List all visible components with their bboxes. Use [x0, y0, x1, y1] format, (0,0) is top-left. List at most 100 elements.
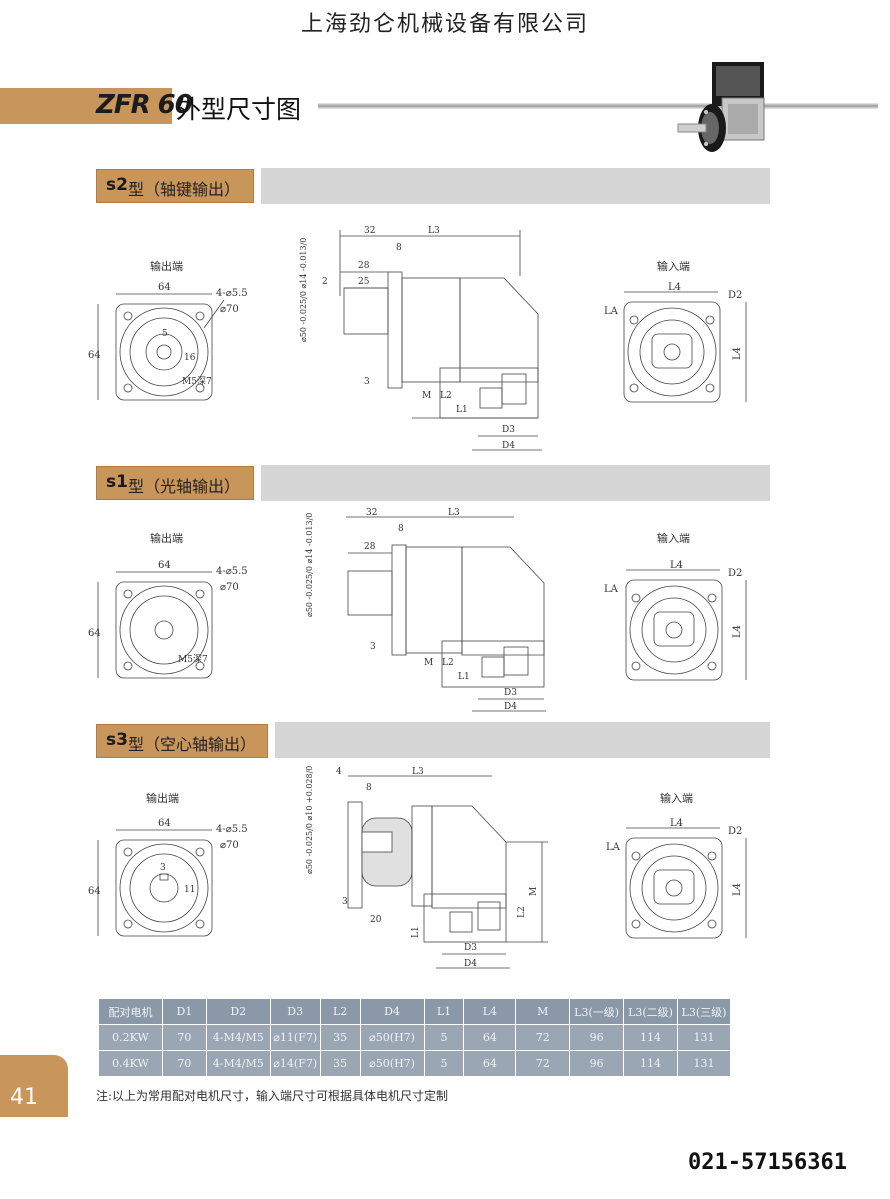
table-row: 0.4KW 70 4-M4/M5 ⌀14(F7) 35 ⌀50(H7) 5 64… [98, 1050, 732, 1077]
output-end-label: 输出端 [150, 260, 183, 273]
svg-text:⌀70: ⌀70 [220, 582, 239, 593]
table-header: L3(二级) [623, 998, 678, 1025]
table-header: M [515, 998, 571, 1025]
s3-side-view: 4 L3 8 M L2 ⌀50 -0.025/0 ⌀10 +0.028/0 3 … [305, 766, 548, 969]
table-cell: 96 [569, 1024, 625, 1051]
table-cell: 70 [161, 1024, 207, 1051]
table-header: D3 [269, 998, 321, 1025]
svg-text:L2: L2 [442, 658, 454, 668]
svg-text:L3: L3 [428, 226, 440, 236]
svg-text:M: M [529, 887, 539, 896]
table-header: L4 [463, 998, 517, 1025]
svg-text:3: 3 [370, 642, 376, 652]
page-number-tab [0, 1055, 68, 1117]
table-header: L1 [423, 998, 465, 1025]
section-bar-s2 [261, 168, 770, 204]
dim-pcd: ⌀70 [220, 304, 239, 315]
footnote: 注:以上为常用配对电机尺寸，输入端尺寸可根据具体电机尺寸定制 [96, 1089, 449, 1103]
svg-text:D3: D3 [502, 425, 515, 435]
svg-text:L1: L1 [456, 405, 468, 415]
svg-text:L4: L4 [668, 282, 681, 293]
svg-text:L3: L3 [448, 508, 460, 518]
page-number: 41 [10, 1085, 38, 1110]
table-cell: 96 [569, 1050, 625, 1077]
svg-text:64: 64 [88, 628, 101, 639]
table-cell: 114 [623, 1024, 678, 1051]
svg-text:28: 28 [364, 542, 376, 552]
svg-text:D4: D4 [502, 441, 515, 451]
dim-key5: 5 [162, 329, 168, 339]
input-end-label-s3: 输入端 [660, 792, 693, 805]
dim-key16: 16 [184, 353, 196, 363]
table-cell: 64 [463, 1024, 517, 1051]
svg-text:4-⌀5.5: 4-⌀5.5 [216, 824, 248, 835]
section-tag-s3 [96, 724, 268, 758]
table-cell: 64 [463, 1050, 517, 1077]
svg-text:LA: LA [604, 584, 619, 595]
gearbox-product-image [677, 62, 765, 152]
svg-text:L2: L2 [440, 391, 452, 401]
input-end-label-s1: 输入端 [657, 532, 690, 545]
input-end-label: 输入端 [657, 260, 690, 273]
table-header-row: 配对电机 D1 D2 D3 L2 D4 L1 L4 M L3(一级) L3(二级… [98, 998, 732, 1025]
table-cell: 72 [515, 1024, 571, 1051]
dim-64-side: 64 [88, 350, 101, 361]
section-bar-s3 [275, 722, 770, 758]
table-header: L3(三级) [676, 998, 732, 1025]
dim-tap: M5深7 [182, 376, 212, 387]
s1-input-view: L4 D2 LA L4 [604, 560, 747, 681]
svg-text:L4: L4 [670, 560, 683, 571]
svg-text:11: 11 [184, 885, 195, 895]
section-code-s3: s3 [106, 730, 128, 750]
dim-holes: 4-⌀5.5 [216, 288, 248, 299]
svg-text:D2: D2 [728, 826, 742, 837]
svg-text:L1: L1 [411, 926, 421, 938]
title-bar [0, 88, 172, 124]
phone-number: 021-57156361 [688, 1150, 847, 1175]
section-bar-s1 [261, 465, 770, 501]
svg-text:64: 64 [158, 818, 171, 829]
svg-text:2: 2 [322, 277, 328, 287]
table-row: 0.2KW 70 4-M4/M5 ⌀11(F7) 35 ⌀50(H7) 5 64… [98, 1024, 732, 1051]
model-name: ZFR 60 [96, 90, 193, 120]
svg-text:L4: L4 [732, 625, 743, 638]
s2-output-view: 64 64 4-⌀5.5 ⌀70 5 16 M5深7 [88, 282, 248, 401]
table-cell: 0.4KW [98, 1050, 163, 1077]
spec-table: 配对电机 D1 D2 D3 L2 D4 L1 L4 M L3(一级) L3(二级… [98, 998, 732, 1077]
table-cell: 114 [623, 1050, 678, 1077]
svg-text:28: 28 [358, 261, 370, 271]
s2-input-view: L4 D2 LA L4 [604, 282, 747, 403]
table-cell: 70 [161, 1050, 207, 1077]
table-cell: 131 [676, 1050, 732, 1077]
table-cell: 4-M4/M5 [205, 1050, 271, 1077]
table-cell: 35 [319, 1024, 361, 1051]
table-header: L3(一级) [569, 998, 625, 1025]
svg-text:⌀50 -0.025/0 ⌀14 -0.013/0: ⌀50 -0.025/0 ⌀14 -0.013/0 [299, 238, 308, 342]
svg-text:64: 64 [158, 560, 171, 571]
table-cell: 0.2KW [98, 1024, 163, 1051]
svg-text:3: 3 [364, 377, 370, 387]
section-code-s1: s1 [106, 472, 128, 492]
svg-text:D3: D3 [504, 688, 517, 698]
table-header: 配对电机 [98, 998, 163, 1025]
svg-text:L4: L4 [670, 818, 683, 829]
shaft [343, 287, 389, 335]
section-name-s3: 型（空心轴输出） [128, 735, 257, 754]
svg-text:M: M [424, 658, 433, 668]
table-cell: 4-M4/M5 [205, 1024, 271, 1051]
svg-text:D2: D2 [728, 290, 742, 301]
section-code-s2: s2 [106, 175, 128, 195]
svg-text:8: 8 [366, 783, 372, 793]
svg-text:L2: L2 [517, 906, 527, 918]
table-cell: ⌀50(H7) [359, 1050, 425, 1077]
svg-text:64: 64 [88, 886, 101, 897]
table-header: D2 [205, 998, 271, 1025]
company-name: 上海劲仑机械设备有限公司 [300, 12, 589, 37]
section-tag-s1 [96, 466, 254, 500]
svg-text:8: 8 [396, 243, 402, 253]
svg-text:3: 3 [342, 897, 348, 907]
s2-side-view: 32 L3 8 28 25 2 ⌀50 -0.025/0 ⌀14 -0.013/… [299, 226, 542, 451]
title-divider [318, 103, 878, 109]
svg-text:⌀50 -0.025/0 ⌀10 +0.028/0: ⌀50 -0.025/0 ⌀10 +0.028/0 [305, 766, 314, 874]
output-end-label-s3: 输出端 [146, 792, 179, 805]
